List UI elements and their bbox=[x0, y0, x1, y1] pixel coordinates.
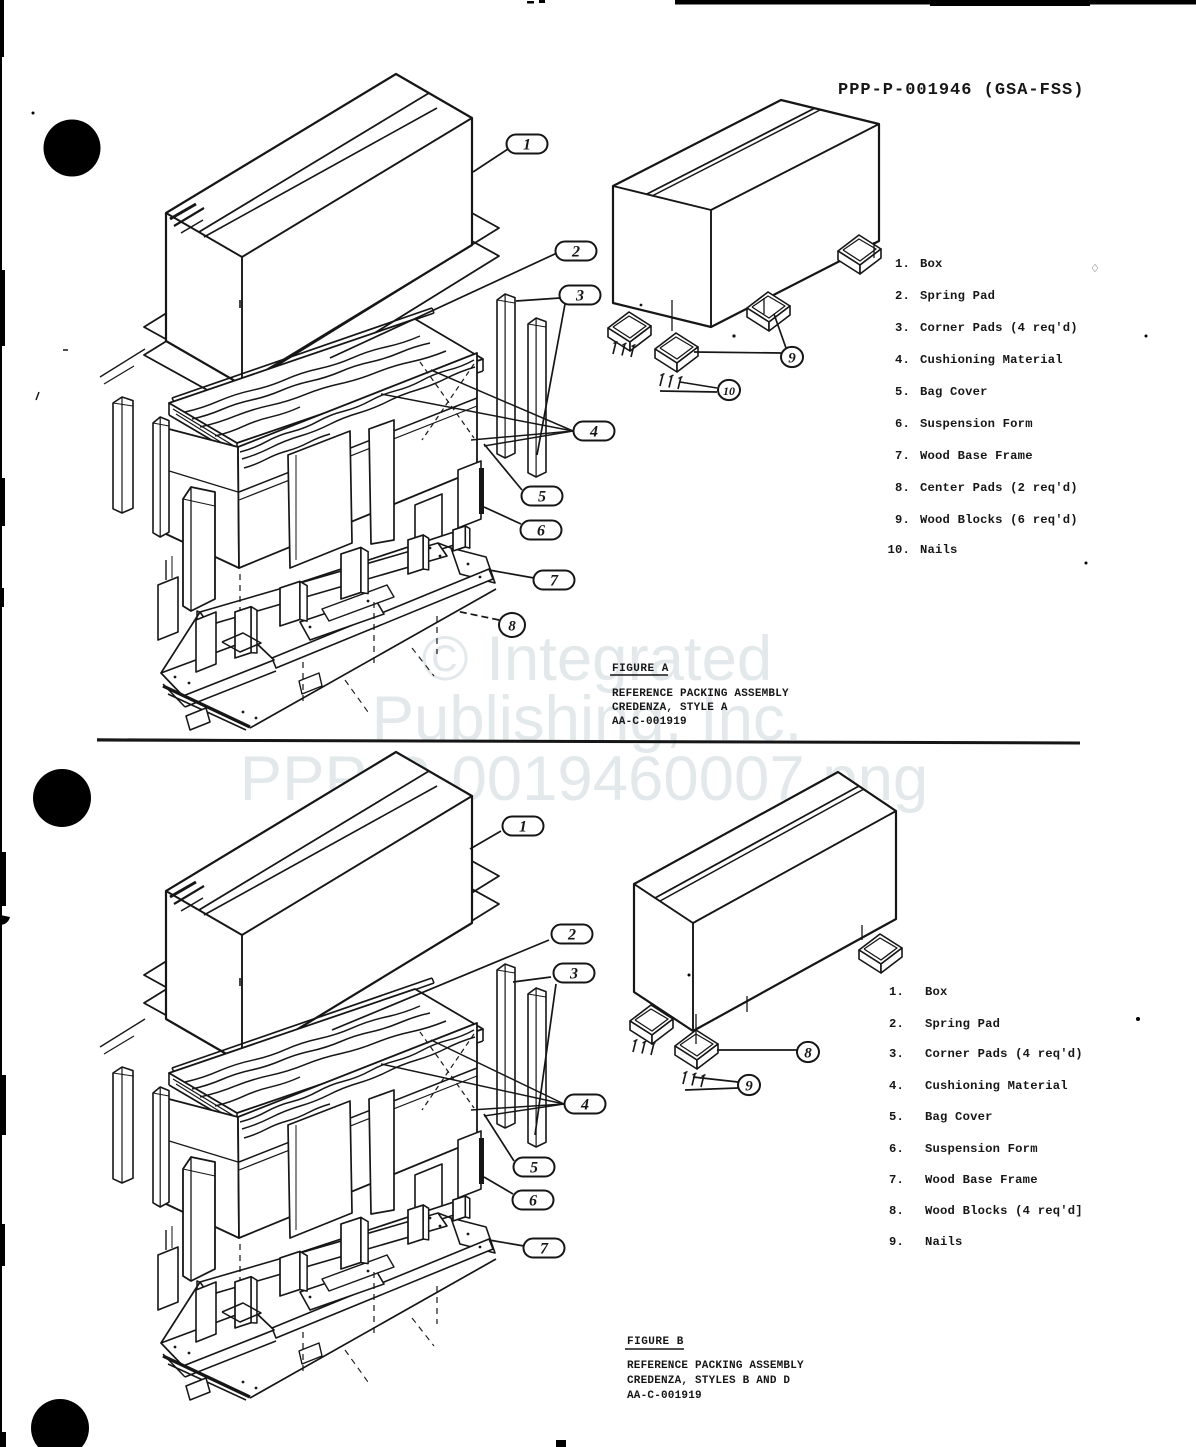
svg-text:7.: 7. bbox=[895, 449, 910, 463]
svg-text:5.: 5. bbox=[895, 385, 910, 399]
svg-text:Bag Cover: Bag Cover bbox=[920, 385, 988, 399]
svg-text:REFERENCE PACKING ASSEMBLY: REFERENCE PACKING ASSEMBLY bbox=[627, 1360, 804, 1372]
svg-text:Suspension Form: Suspension Form bbox=[925, 1142, 1038, 1156]
svg-text:7.: 7. bbox=[889, 1173, 904, 1187]
svg-text:6: 6 bbox=[537, 523, 545, 540]
svg-text:1.: 1. bbox=[895, 257, 910, 271]
svg-text:2.: 2. bbox=[895, 289, 910, 303]
svg-text:2.: 2. bbox=[889, 1017, 904, 1031]
svg-text:Wood Blocks (6 req'd): Wood Blocks (6 req'd) bbox=[920, 513, 1078, 527]
svg-text:3.: 3. bbox=[895, 321, 910, 335]
svg-text:9: 9 bbox=[788, 351, 796, 367]
svg-text:Box: Box bbox=[920, 257, 943, 271]
svg-text:8: 8 bbox=[508, 619, 516, 635]
svg-text:5: 5 bbox=[538, 489, 546, 506]
svg-text:CREDENZA, STYLE A: CREDENZA, STYLE A bbox=[612, 702, 728, 714]
svg-text:Nails: Nails bbox=[925, 1235, 963, 1249]
svg-text:Wood Base Frame: Wood Base Frame bbox=[925, 1173, 1038, 1187]
svg-text:5: 5 bbox=[530, 1160, 538, 1177]
svg-text:3.: 3. bbox=[889, 1047, 904, 1061]
svg-text:7: 7 bbox=[550, 573, 559, 590]
svg-text:10.: 10. bbox=[887, 543, 910, 557]
svg-text:CREDENZA, STYLES B AND D: CREDENZA, STYLES B AND D bbox=[627, 1375, 790, 1387]
svg-text:4.: 4. bbox=[895, 353, 910, 367]
svg-text:Bag Cover: Bag Cover bbox=[925, 1110, 993, 1124]
svg-text:1: 1 bbox=[523, 137, 531, 154]
svg-text:9: 9 bbox=[745, 1079, 753, 1095]
svg-text:Spring Pad: Spring Pad bbox=[925, 1017, 1000, 1031]
svg-text:Wood Blocks (4 req'd]: Wood Blocks (4 req'd] bbox=[925, 1204, 1083, 1218]
svg-text:PPP-P-001946 (GSA-FSS): PPP-P-001946 (GSA-FSS) bbox=[838, 81, 1084, 100]
svg-text:9.: 9. bbox=[889, 1235, 904, 1249]
svg-text:FIGURE A: FIGURE A bbox=[612, 663, 669, 675]
svg-text:AA-C-001919: AA-C-001919 bbox=[627, 1390, 702, 1402]
svg-text:5.: 5. bbox=[889, 1110, 904, 1124]
svg-text:Nails: Nails bbox=[920, 543, 958, 557]
svg-text:Center Pads (2 req'd): Center Pads (2 req'd) bbox=[920, 481, 1078, 495]
svg-text:Corner Pads (4 req'd): Corner Pads (4 req'd) bbox=[925, 1047, 1083, 1061]
svg-text:8.: 8. bbox=[895, 481, 910, 495]
svg-text:4: 4 bbox=[589, 424, 598, 441]
svg-text:Cushioning Material: Cushioning Material bbox=[920, 353, 1063, 367]
svg-text:FIGURE B: FIGURE B bbox=[627, 1336, 684, 1348]
svg-text:Suspension Form: Suspension Form bbox=[920, 417, 1033, 431]
svg-text:9.: 9. bbox=[895, 513, 910, 527]
svg-text:♢: ♢ bbox=[1090, 263, 1100, 275]
svg-text:1.: 1. bbox=[889, 985, 904, 999]
svg-text:8: 8 bbox=[804, 1046, 812, 1062]
svg-text:Cushioning Material: Cushioning Material bbox=[925, 1079, 1068, 1093]
svg-text:3: 3 bbox=[569, 966, 578, 983]
svg-text:6: 6 bbox=[529, 1193, 537, 1210]
svg-text:4.: 4. bbox=[889, 1079, 904, 1093]
svg-text:8.: 8. bbox=[889, 1204, 904, 1218]
svg-text:2: 2 bbox=[567, 927, 576, 944]
svg-text:2: 2 bbox=[571, 244, 580, 261]
svg-text:4: 4 bbox=[580, 1097, 589, 1114]
svg-text:Corner Pads (4 req'd): Corner Pads (4 req'd) bbox=[920, 321, 1078, 335]
svg-text:REFERENCE PACKING ASSEMBLY: REFERENCE PACKING ASSEMBLY bbox=[612, 688, 789, 700]
svg-text:1: 1 bbox=[519, 819, 527, 836]
svg-text:Wood Base Frame: Wood Base Frame bbox=[920, 449, 1033, 463]
svg-text:© Integrated: © Integrated bbox=[422, 624, 772, 694]
svg-text:7: 7 bbox=[540, 1241, 549, 1258]
svg-text:AA-C-001919: AA-C-001919 bbox=[612, 716, 687, 728]
svg-text:10: 10 bbox=[723, 384, 735, 398]
svg-text:6.: 6. bbox=[895, 417, 910, 431]
svg-text:Box: Box bbox=[925, 985, 948, 999]
svg-text:6.: 6. bbox=[889, 1142, 904, 1156]
svg-text:Spring Pad: Spring Pad bbox=[920, 289, 995, 303]
svg-text:3: 3 bbox=[575, 288, 584, 305]
